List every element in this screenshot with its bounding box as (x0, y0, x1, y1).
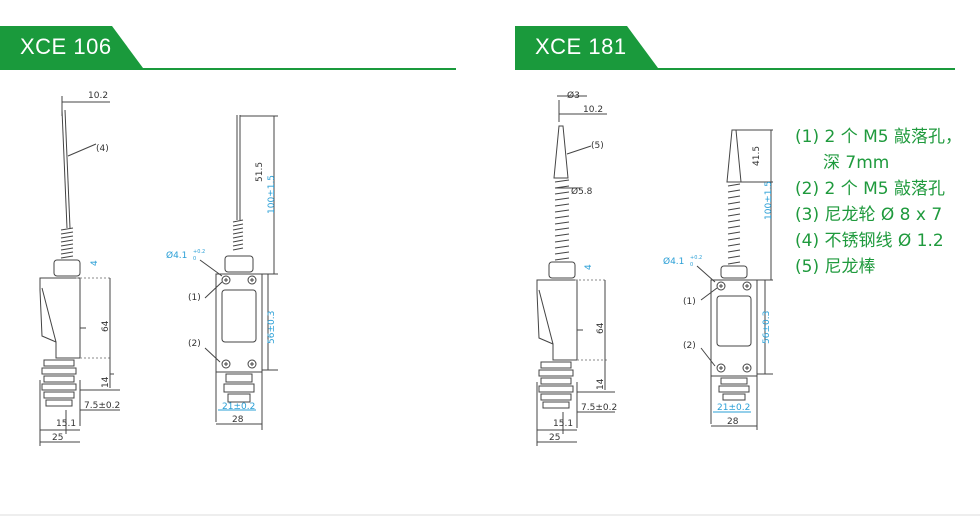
front-view-xce181 (696, 129, 773, 430)
dim-25: 25 (549, 433, 560, 443)
dim-4: 4 (584, 264, 594, 270)
front-view-labels: 51.5 100±1.5 Ø4.1 +0.2 0 (1) (2) 56±0.3 … (166, 162, 277, 425)
technical-drawing-xce181: Ø3 10.2 (5) Ø5.8 4 64 14 7.5±0.2 15.1 25 (536, 90, 774, 446)
dim-64: 64 (596, 322, 606, 334)
legend-item-3: (3) 尼龙轮 Ø 8 x 7 (795, 205, 943, 225)
dim-7-5: 7.5±0.2 (84, 401, 120, 411)
dim-25: 25 (52, 433, 63, 443)
dim-21: 21±0.2 (717, 403, 750, 413)
bottom-divider (0, 514, 980, 516)
dim-tip: 10.2 (583, 105, 603, 115)
dim-hole-tol-upper: +0.2 (690, 255, 702, 261)
callout-1: (1) (188, 293, 201, 303)
dim-100: 100±1.5 (267, 175, 277, 214)
header-banner-shape (515, 26, 955, 70)
dim-56: 56±0.3 (267, 311, 277, 344)
callout-5: (5) (591, 141, 604, 151)
dim-21: 21±0.2 (222, 402, 255, 412)
drawing-xce181: Ø3 10.2 (5) Ø5.8 4 64 14 7.5±0.2 15.1 25 (515, 70, 795, 470)
model-title-xce181: XCE 181 (535, 34, 627, 59)
dim-7-5: 7.5±0.2 (581, 403, 617, 413)
side-view-labels-181: Ø3 10.2 (5) Ø5.8 4 64 14 7.5±0.2 15.1 25 (549, 90, 617, 443)
dim-15-1: 15.1 (553, 419, 573, 429)
dim-28: 28 (232, 415, 244, 425)
dim-56: 56±0.3 (762, 311, 772, 344)
model-title-xce106: XCE 106 (20, 34, 112, 59)
legend-notes: (1) 2 个 M5 敲落孔， 深 7mm (2) 2 个 M5 敲落孔 (3)… (795, 124, 962, 280)
front-view-labels-181: 41.5 100±1.5 Ø4.1 +0.2 0 (1) (2) 56±0.3 … (663, 146, 774, 427)
dim-dia-3: Ø3 (567, 90, 580, 101)
legend-item-1: (1) 2 个 M5 敲落孔， (795, 127, 962, 147)
header-xce181: XCE 181 (515, 26, 955, 70)
dim-hole-tol-lower: 0 (690, 262, 693, 268)
drawing-xce106: 10.2 (4) 4 64 14 7.5±0.2 15.1 25 (0, 70, 500, 470)
dim-tip: 10.2 (88, 91, 108, 101)
dim-100: 100±1.5 (764, 181, 774, 220)
side-view-xce181 (536, 95, 615, 446)
dim-4: 4 (90, 260, 100, 266)
legend-item-4: (4) 不锈钢线 Ø 1.2 (795, 231, 944, 251)
legend-item-2: (2) 2 个 M5 敲落孔 (795, 179, 945, 199)
dim-14: 14 (596, 378, 606, 390)
dim-28: 28 (727, 417, 739, 427)
dim-hole-tol-upper: +0.2 (193, 249, 205, 255)
dim-dia-5-8: Ø5.8 (571, 186, 593, 197)
dim-hole-dia: Ø4.1 (166, 250, 187, 261)
legend-item-1-cont: 深 7mm (823, 153, 890, 173)
callout-1: (1) (683, 297, 696, 307)
dim-15-1: 15.1 (56, 419, 76, 429)
header-banner-shape (0, 26, 456, 70)
side-view-labels: 10.2 (4) 4 64 14 7.5±0.2 15.1 25 (52, 91, 120, 443)
dim-hole-tol-lower: 0 (193, 256, 196, 262)
side-view-xce106 (39, 96, 120, 446)
callout-2: (2) (683, 341, 696, 351)
legend-item-5: (5) 尼龙棒 (795, 257, 876, 277)
dim-14: 14 (101, 376, 111, 388)
dim-41-5: 41.5 (752, 146, 762, 166)
dim-64: 64 (101, 320, 111, 332)
dim-hole-dia: Ø4.1 (663, 256, 684, 267)
callout-2: (2) (188, 339, 201, 349)
front-view-xce106 (199, 115, 278, 430)
header-xce106: XCE 106 (0, 26, 456, 70)
technical-drawing-xce106: 10.2 (4) 4 64 14 7.5±0.2 15.1 25 (39, 91, 278, 446)
dim-51-5: 51.5 (255, 162, 265, 182)
callout-4: (4) (96, 144, 109, 154)
